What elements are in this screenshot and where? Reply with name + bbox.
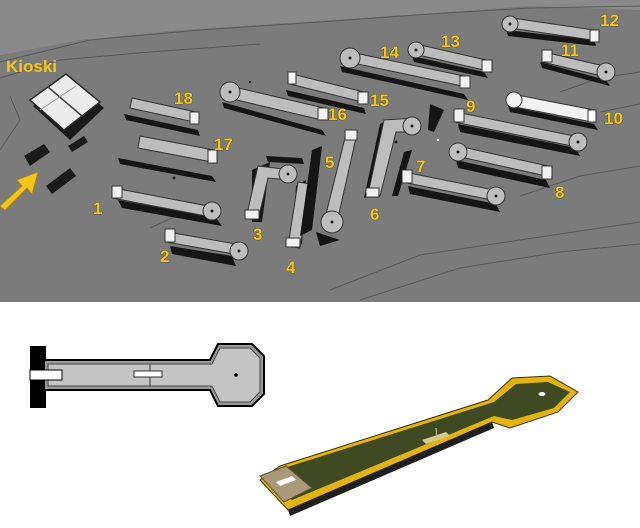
- course-site-map: Kioski 1 2 3 4 5 6 7 8 9 10 11 12 13 14 …: [0, 0, 640, 302]
- hole-number-17: 17: [214, 135, 233, 154]
- tee-pad-icon: [111, 185, 123, 199]
- entrance-arrow-icon: [0, 171, 39, 211]
- cup-icon: [234, 373, 238, 377]
- lane-turf: [270, 382, 570, 500]
- tee-mat: [259, 465, 313, 503]
- hole-number-3: 3: [253, 225, 262, 244]
- hole-8: [448, 142, 553, 188]
- obstacle: [422, 432, 450, 444]
- hole-10: [505, 91, 598, 130]
- hole-number-15: 15: [370, 91, 389, 110]
- hole-13: [407, 41, 493, 78]
- hole-number-13: 13: [441, 32, 460, 51]
- hole-number-8: 8: [555, 183, 564, 202]
- hole-number-11: 11: [561, 41, 579, 60]
- hole-2: [164, 228, 249, 266]
- hole-17: [118, 135, 218, 182]
- entrance-walls: [24, 136, 88, 194]
- hole-number-12: 12: [600, 11, 619, 30]
- tee-pad-icon: [276, 476, 296, 486]
- hole-7: [401, 169, 506, 212]
- lane-base-edge: [288, 422, 494, 516]
- cup-icon: [210, 209, 214, 213]
- hole-number-14: 14: [380, 43, 399, 62]
- hole-12: [501, 15, 600, 46]
- hole-5: [300, 129, 358, 246]
- hole-perspective-view: [259, 375, 579, 516]
- hole-16: [219, 81, 329, 136]
- hole-number-16: 16: [328, 105, 347, 124]
- hole-9: [428, 104, 588, 156]
- hole-18: [124, 97, 200, 136]
- hole-3: [244, 156, 304, 222]
- marker-dot: [248, 80, 252, 84]
- kiosk-building-icon: [28, 73, 104, 140]
- hole-number-7: 7: [416, 157, 425, 176]
- marker-dot: [436, 138, 440, 142]
- hole-15: [286, 71, 369, 114]
- hole-number-18: 18: [174, 89, 193, 108]
- hole-plan-view: [29, 343, 265, 408]
- marker-dot: [394, 140, 398, 144]
- cup-icon: [538, 392, 546, 396]
- upper-terrace: [0, 0, 640, 55]
- hole-number-10: 10: [604, 109, 623, 128]
- tee-pad-icon: [29, 369, 63, 381]
- hole-14: [339, 47, 471, 100]
- obstacle: [133, 370, 163, 378]
- hole-number-4: 4: [286, 258, 296, 277]
- hole-number-5: 5: [325, 153, 334, 172]
- kiosk-label: Kioski: [6, 57, 57, 76]
- hole-number-2: 2: [160, 247, 169, 266]
- hole-number-6: 6: [370, 205, 379, 224]
- hole-number-9: 9: [466, 97, 475, 116]
- hole-11: [540, 49, 616, 86]
- hole-1: [111, 185, 222, 226]
- hole-number-1: 1: [93, 199, 102, 218]
